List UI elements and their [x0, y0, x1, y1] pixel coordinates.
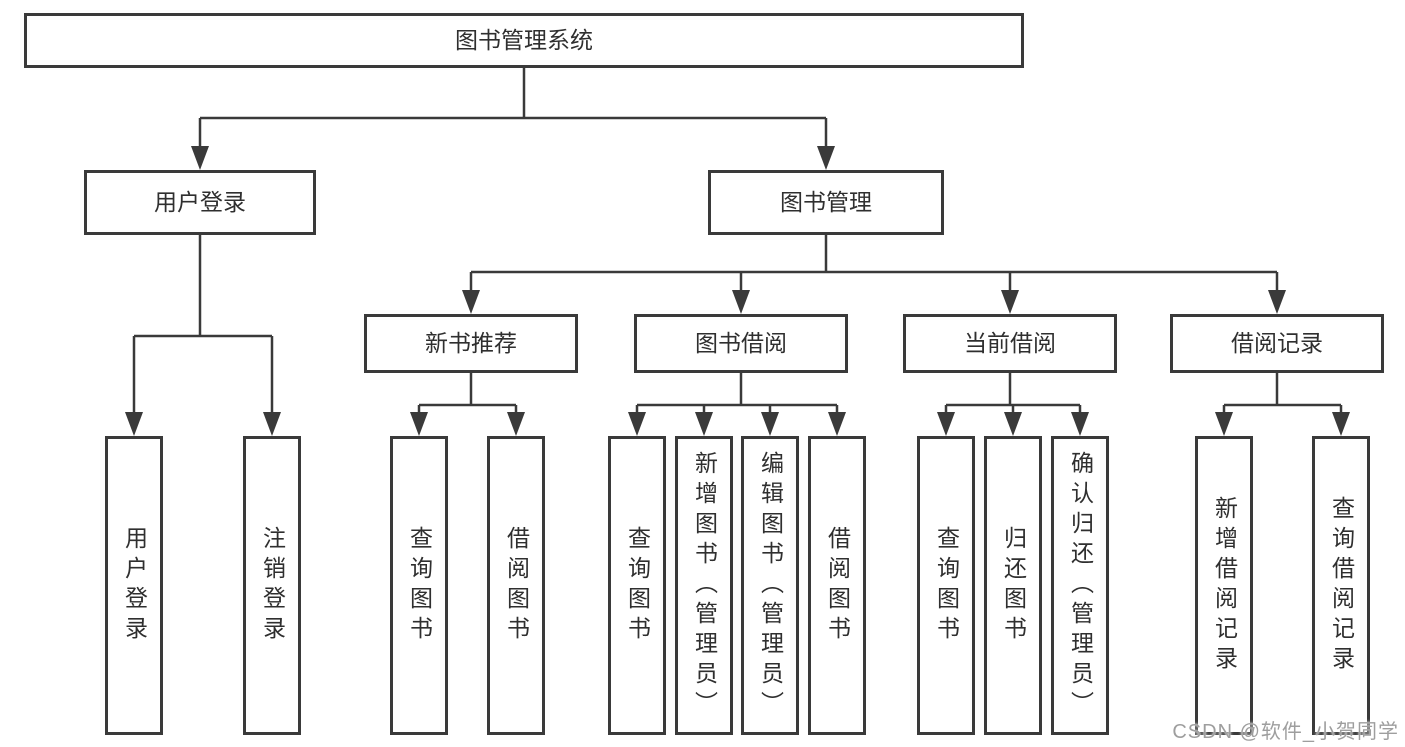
leaf-user-login: 用户登录 [105, 436, 163, 735]
leaf-return-books: 归还图书 [984, 436, 1042, 735]
node-label: 查询图书 [933, 525, 960, 646]
node-label: 新书推荐 [425, 329, 517, 356]
node-label: 归还图书 [1000, 525, 1027, 646]
node-label: 查询图书 [624, 525, 651, 646]
node-label: 借阅记录 [1231, 329, 1323, 356]
csdn-watermark: CSDN @软件_小贺同学 [1172, 721, 1399, 743]
leaf-add-borrow-record: 新增借阅记录 [1195, 436, 1253, 735]
leaf-query-books-borrow: 查询图书 [608, 436, 666, 735]
node-current-borrowing: 当前借阅 [903, 314, 1117, 373]
node-borrowing-records: 借阅记录 [1170, 314, 1384, 373]
leaf-query-books-recommend: 查询图书 [390, 436, 448, 735]
node-user-login: 用户登录 [84, 170, 316, 235]
node-library-management-system: 图书管理系统 [24, 13, 1024, 68]
node-label: 用户登录 [154, 188, 246, 215]
node-new-book-recommendation: 新书推荐 [364, 314, 578, 373]
node-label: 用户登录 [121, 525, 148, 646]
node-label: 借阅图书 [824, 525, 851, 646]
node-label: 新增图书（管理员） [691, 450, 718, 721]
node-label: 借阅图书 [503, 525, 530, 646]
leaf-query-books-current: 查询图书 [917, 436, 975, 735]
node-book-borrowing: 图书借阅 [634, 314, 848, 373]
leaf-borrow-books-recommend: 借阅图书 [487, 436, 545, 735]
node-book-management: 图书管理 [708, 170, 944, 235]
node-label: 图书管理 [780, 188, 872, 215]
node-label: 当前借阅 [964, 329, 1056, 356]
leaf-edit-books-admin: 编辑图书（管理员） [741, 436, 799, 735]
leaf-add-books-admin: 新增图书（管理员） [675, 436, 733, 735]
node-label: 新增借阅记录 [1211, 495, 1238, 676]
node-label: 查询借阅记录 [1328, 495, 1355, 676]
leaf-confirm-return-admin: 确认归还（管理员） [1051, 436, 1109, 735]
node-label: 确认归还（管理员） [1067, 450, 1094, 721]
leaf-query-borrow-record: 查询借阅记录 [1312, 436, 1370, 735]
node-label: 图书借阅 [695, 329, 787, 356]
leaf-logout: 注销登录 [243, 436, 301, 735]
leaf-borrow-books: 借阅图书 [808, 436, 866, 735]
arrowheads [125, 146, 1350, 436]
node-label: 编辑图书（管理员） [757, 450, 784, 721]
node-label: 查询图书 [406, 525, 433, 646]
node-label: 注销登录 [259, 525, 286, 646]
node-label: 图书管理系统 [455, 26, 593, 53]
